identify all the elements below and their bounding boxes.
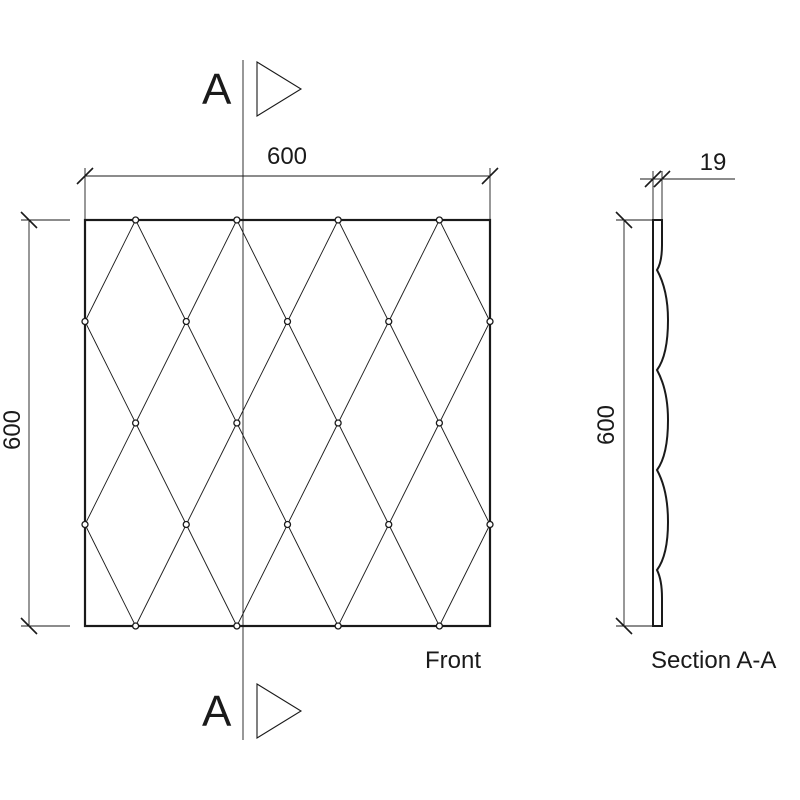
diamond-edge [337, 219, 390, 322]
diamond-edge [84, 524, 137, 627]
diamond-edge [388, 524, 440, 627]
button-node [131, 622, 140, 630]
panel-outline [83, 218, 492, 628]
section-view: 19 600 Section A-A [593, 149, 776, 674]
button-node [81, 520, 89, 529]
diamond-pattern [84, 219, 491, 627]
diamond-nodes [81, 216, 494, 630]
diamond-edge [287, 524, 339, 627]
diamond-edge [84, 422, 137, 525]
diamond-edge [438, 422, 491, 525]
diamond-edge [337, 321, 390, 424]
section-height-dimension-label: 600 [593, 405, 620, 445]
width-dimension: 600 [76, 143, 499, 220]
diamond-edge [287, 422, 339, 525]
button-node [131, 216, 140, 224]
section-arrow-bottom-icon [256, 683, 303, 739]
button-node [385, 520, 393, 529]
diamond-edge [84, 321, 137, 424]
diamond-edge [236, 219, 288, 322]
diamond-edge [84, 219, 137, 322]
diamond-edge [438, 219, 491, 322]
button-node [283, 520, 292, 529]
button-node [385, 317, 393, 326]
diamond-edge [337, 524, 390, 627]
diamond-edge [135, 422, 187, 525]
front-view: A A 600 600 Front [0, 60, 499, 740]
diamond-edge [236, 321, 288, 424]
button-node [81, 317, 89, 326]
diamond-edge [135, 524, 187, 627]
front-caption: Front [425, 647, 481, 674]
diamond-edge [135, 321, 187, 424]
diamond-edge [287, 321, 339, 424]
diamond-edge [388, 219, 440, 322]
button-node [283, 317, 292, 326]
diamond-edge [236, 524, 288, 627]
button-node [334, 622, 342, 630]
diamond-edge [388, 422, 440, 525]
button-node [435, 622, 444, 630]
diamond-edge [388, 321, 440, 424]
height-dimension: 600 [0, 211, 70, 635]
diamond-edge [185, 321, 238, 424]
section-profile [652, 219, 670, 627]
section-caption: Section A-A [651, 647, 776, 674]
button-node [334, 216, 342, 224]
thickness-dimension: 19 [640, 149, 735, 220]
section-marker-top-letter: A [202, 65, 232, 114]
diamond-edge [236, 422, 288, 525]
button-node [233, 216, 241, 224]
button-node [233, 622, 241, 630]
button-node [486, 520, 494, 529]
button-node [334, 419, 342, 427]
diamond-edge [185, 219, 238, 322]
diamond-edge [185, 422, 238, 525]
height-dimension-label: 600 [0, 410, 26, 450]
diamond-edge [438, 524, 491, 627]
diamond-edge [287, 219, 339, 322]
button-node [131, 419, 140, 427]
width-dimension-label: 600 [267, 143, 307, 170]
button-node [182, 317, 190, 326]
section-height-dimension: 600 [593, 211, 653, 635]
diamond-edge [135, 219, 187, 322]
button-node [435, 419, 444, 427]
button-node [182, 520, 190, 529]
button-node [486, 317, 494, 326]
section-marker-bottom-letter: A [202, 687, 232, 736]
diamond-edge [185, 524, 238, 627]
button-node [233, 419, 241, 427]
button-node [435, 216, 444, 224]
diamond-edge [337, 422, 390, 525]
section-arrow-top-icon [256, 61, 303, 117]
thickness-dimension-label: 19 [700, 149, 727, 176]
diamond-edge [438, 321, 491, 424]
